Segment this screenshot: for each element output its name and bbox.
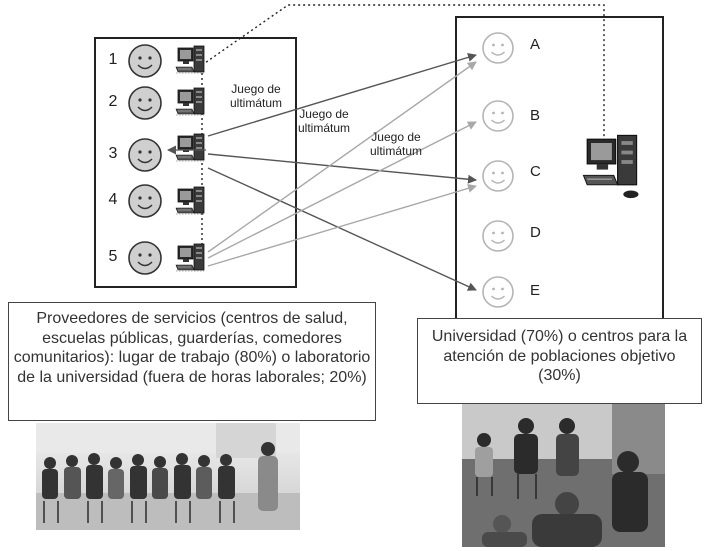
central-computer-icon: [582, 134, 639, 199]
target-letter-c: C: [530, 163, 541, 180]
participant-face-5: [128, 241, 162, 275]
target-face-d: [482, 220, 514, 252]
participant-number-1: 1: [108, 51, 118, 68]
target-letter-a: A: [530, 36, 541, 53]
workplace-photo: [36, 423, 300, 530]
target-face-c: [482, 160, 514, 192]
target-letter-b: B: [530, 107, 541, 124]
computer-icon: [175, 133, 205, 162]
right-caption: Universidad (70%) o centros para la aten…: [417, 318, 702, 404]
participant-face-4: [128, 184, 162, 218]
university-photo: [462, 404, 665, 547]
arrow-5-to-c: [207, 183, 477, 267]
arrow-5-to-a: [207, 61, 477, 253]
left-caption: Proveedores de servicios (centros de sal…: [8, 302, 376, 421]
game-label-3: Juego de ultimátum: [369, 130, 422, 158]
game-label-2: Juego de ultimátum: [297, 107, 350, 135]
arrow-1-to-a: [207, 53, 477, 137]
participant-number-5: 5: [108, 248, 118, 265]
arrow-3-to-e: [207, 167, 477, 291]
arrow-5-to-b: [207, 121, 477, 259]
target-letter-d: D: [530, 224, 541, 241]
game-label-1: Juego de ultimátum: [229, 82, 282, 110]
participant-number-2: 2: [108, 93, 118, 110]
target-face-b: [482, 100, 514, 132]
participant-number-3: 3: [108, 145, 118, 162]
participant-face-2: [128, 86, 162, 120]
participant-face-1: [128, 44, 162, 78]
computer-icon: [175, 87, 205, 116]
computer-icon: [175, 186, 205, 215]
dotted-connector: [201, 4, 605, 255]
participant-face-3: [128, 138, 162, 172]
computer-icon: [175, 243, 205, 272]
participant-number-4: 4: [108, 191, 118, 208]
computer-icon: [175, 45, 205, 74]
arrow-3-to-c: [207, 153, 477, 184]
target-face-e: [482, 276, 514, 308]
target-letter-e: E: [530, 282, 541, 299]
target-face-a: [482, 32, 514, 64]
